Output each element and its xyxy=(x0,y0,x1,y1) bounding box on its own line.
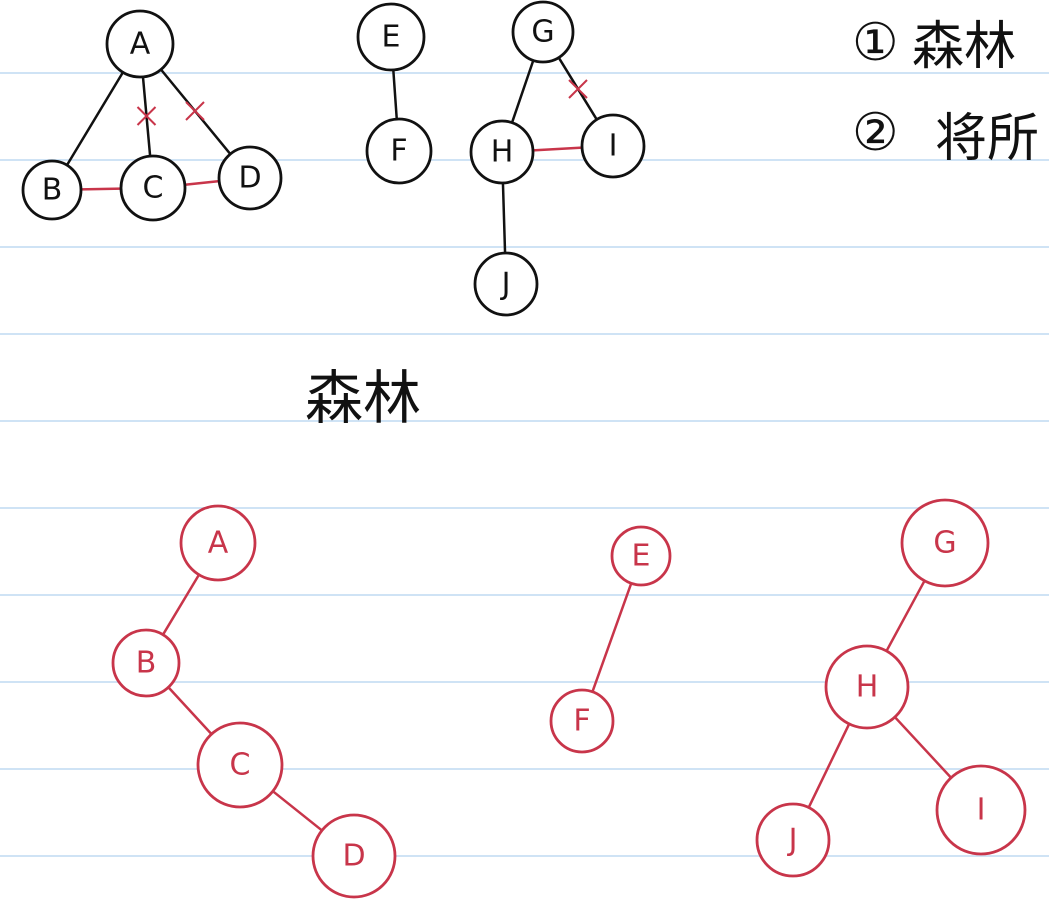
top-node-label-e: E xyxy=(382,20,401,55)
top-graph-nodes: A B C D E F G H I J xyxy=(21,0,646,317)
forest-node-label-f: F xyxy=(573,704,590,739)
ruled-lines xyxy=(0,72,1049,857)
edge-a-b xyxy=(65,71,125,167)
edge-a-b xyxy=(161,573,201,636)
forest-node-j xyxy=(755,802,831,878)
forest-node-d xyxy=(311,813,397,899)
edge-b-c xyxy=(79,187,123,191)
edge-c-d xyxy=(271,789,324,832)
cross-mark-g-i xyxy=(568,79,588,99)
top-node-g xyxy=(511,0,575,64)
note-item2-text: 将所 xyxy=(935,109,1039,169)
edge-e-f xyxy=(591,582,633,694)
forest-node-e xyxy=(610,525,672,587)
cross-mark-a-c xyxy=(136,106,157,126)
edge-g-h xyxy=(510,59,535,124)
forest-title: 森林 xyxy=(305,364,421,432)
top-node-c xyxy=(119,154,187,222)
edge-i-h xyxy=(531,146,584,152)
top-node-i xyxy=(580,113,646,179)
forest-edges xyxy=(161,573,953,832)
forest-node-c xyxy=(196,721,284,809)
top-node-label-d: D xyxy=(238,161,261,196)
forest-node-label-c: C xyxy=(230,748,251,783)
top-node-h xyxy=(469,119,535,185)
forest-node-i xyxy=(935,764,1027,856)
top-node-d xyxy=(217,145,283,211)
top-node-f xyxy=(365,117,433,185)
edge-h-j xyxy=(501,181,507,255)
forest-node-label-h: H xyxy=(856,670,879,705)
edge-h-i xyxy=(893,715,953,779)
note-item1-marker: ① xyxy=(852,13,899,73)
top-node-label-a: A xyxy=(130,27,151,62)
top-node-label-j: J xyxy=(500,267,511,302)
forest-node-label-i: I xyxy=(977,793,986,828)
top-node-label-g: G xyxy=(531,15,554,50)
top-node-label-i: I xyxy=(609,129,618,164)
top-node-a xyxy=(105,9,175,79)
top-node-label-b: B xyxy=(42,173,63,208)
notes-block: ① 森林 ② 将所 xyxy=(852,13,1039,169)
top-node-label-h: H xyxy=(491,135,514,170)
forest-nodes: A B C D E F G H I J xyxy=(111,498,1027,899)
cross-mark-a-d xyxy=(185,101,205,121)
forest-node-a xyxy=(179,504,257,582)
top-node-label-f: F xyxy=(390,134,407,169)
forest-node-label-e: E xyxy=(632,539,651,574)
forest-node-b xyxy=(111,628,181,698)
edge-c-d xyxy=(183,179,221,186)
top-node-label-c: C xyxy=(143,171,164,206)
top-node-e xyxy=(356,2,426,72)
edge-e-f xyxy=(392,68,399,121)
forest-node-label-g: G xyxy=(933,526,956,561)
edge-b-c xyxy=(167,686,213,736)
edge-g-h xyxy=(885,579,926,653)
forest-node-label-b: B xyxy=(136,646,157,681)
forest-node-label-d: D xyxy=(342,839,365,874)
forest-node-label-a: A xyxy=(208,526,229,561)
crossed-out-marks xyxy=(136,79,588,126)
forest-node-h xyxy=(824,644,910,730)
forest-node-g xyxy=(900,498,990,588)
forest-node-label-j: J xyxy=(787,823,798,858)
top-node-b xyxy=(21,159,83,221)
note-item1-text: 森林 xyxy=(912,17,1016,77)
forest-node-f xyxy=(549,688,615,754)
edge-h-j xyxy=(807,722,851,809)
top-node-j xyxy=(473,251,539,317)
note-item2-marker: ② xyxy=(852,103,899,163)
